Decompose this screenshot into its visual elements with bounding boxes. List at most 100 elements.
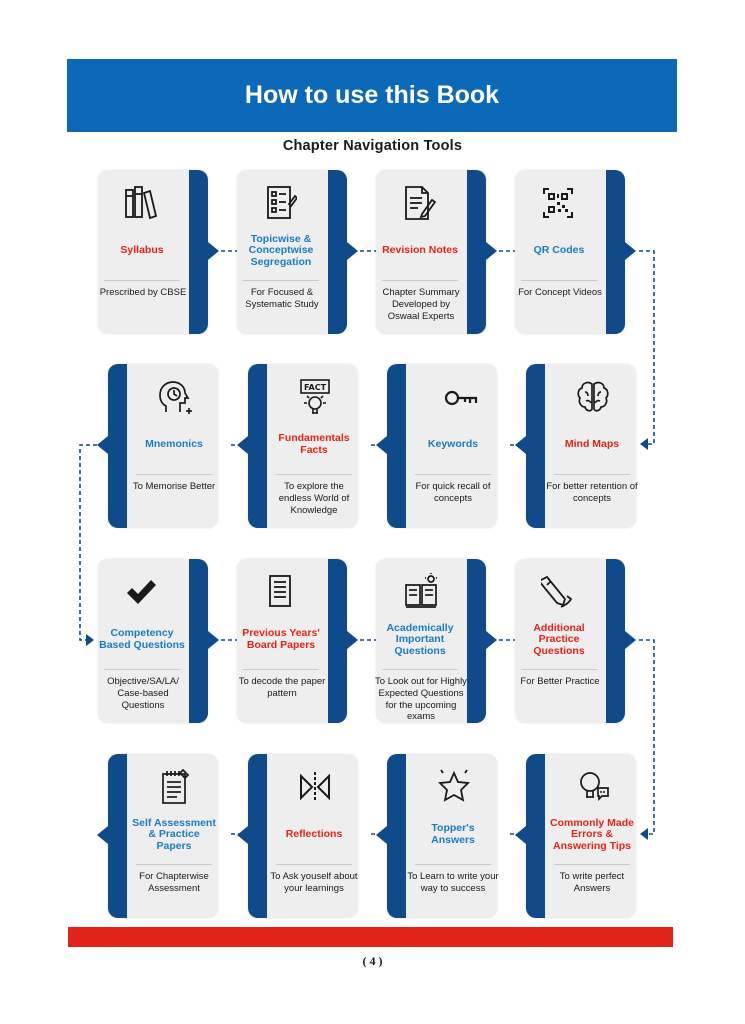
card-arrow-tab [97,826,108,844]
card-description: To explore the endless World of Knowledg… [278,481,350,516]
card-title: Reflections [285,828,343,841]
card-description: To Memorise Better [132,481,216,492]
card-title: Competency Based Questions [99,627,185,651]
card-strip [328,559,347,723]
check-mark-icon [127,580,156,604]
card-self-assessment: Self Assessment & Practice Papers For Ch… [97,754,218,918]
card-arrow-tab [237,436,248,454]
card-mind-maps: Mind Maps For better retention of concep… [515,364,638,528]
checklist-icon [267,186,297,219]
card-divider [415,864,491,865]
card-arrow-tab [208,242,219,260]
card-strip [467,170,486,334]
card-reflections: Reflections To Ask youself about your le… [237,754,358,918]
notepad-icon [162,768,190,804]
card-description: Prescribed by CBSE [99,287,187,298]
card-divider [521,669,597,670]
card-arrow-tab [625,631,636,649]
fact-bulb-icon: FACT [300,379,330,414]
card-topicwise: Topicwise & Conceptwise Segregation For … [237,170,358,334]
pencil-hand-icon [541,575,573,608]
mirror-icon [300,772,330,802]
card-divider [243,669,319,670]
page-title: How to use this Book [244,81,500,109]
card-toppers-answers: Topper's Answers To Learn to write your … [376,754,499,918]
open-book-icon [405,573,437,608]
card-description: For Chapterwise Assessment [139,871,209,894]
card-divider [554,864,630,865]
card-description: To Ask youself about your learnings [270,871,358,894]
card-strip [467,559,486,723]
card-strip [248,754,267,918]
card-arrow-tab [625,242,636,260]
card-title: QR Codes [533,244,585,257]
card-description: For Concept Videos [518,287,602,298]
card-arrow-tab [515,826,526,844]
card-syllabus: Syllabus Prescribed by CBSE [98,170,219,334]
card-keywords: Keywords For quick recall of concepts [376,364,497,528]
card-strip [387,364,406,528]
card-fundamentals-facts: FACT Fundamentals Facts To explore the e… [237,364,358,528]
brain-icon [577,381,609,412]
paper-icon [269,575,291,607]
card-description: To write perfect Answers [559,871,625,894]
card-description: Objective/SA/LA/ Case-based Questions [107,676,179,711]
card-arrow-tab [376,436,387,454]
card-strip [606,559,625,723]
footer-bar [68,927,673,947]
card-strip [189,170,208,334]
card-title: Commonly Made Errors & Answering Tips [549,816,634,852]
card-arrow-tab [376,826,387,844]
card-title: Revision Notes [382,244,458,257]
card-qr-codes: QR Codes For Concept Videos [515,170,636,334]
card-title: Keywords [427,438,479,451]
card-description: To Look out for Highly Expected Question… [375,676,467,723]
card-divider [243,280,319,281]
section-subtitle: Chapter Navigation Tools [282,138,463,154]
card-title: Mind Maps [564,438,620,451]
card-strip [108,754,127,918]
card-strip [189,559,208,723]
card-divider [104,669,180,670]
card-title: Academically Important Questions [386,621,454,657]
title-banner: How to use this Book [67,59,677,132]
card-commonly-made-errors: Commonly Made Errors & Answering Tips To… [515,754,636,918]
card-divider [382,280,458,281]
page-number: ( 4 ) [362,954,383,968]
card-divider [104,280,180,281]
card-description: To Learn to write your way to success [407,871,499,894]
card-academically-important: Academically Important Questions To Look… [375,559,497,723]
card-arrow-tab [486,631,497,649]
card-arrow-tab [208,631,219,649]
card-title: Additional Practice Questions [533,621,585,657]
card-title: Fundamentals Facts [278,432,350,456]
card-previous-years: Previous Years' Board Papers To decode t… [237,559,358,723]
card-additional-practice: Additional Practice Questions For Better… [515,559,636,723]
card-description: Chapter Summary Developed by Oswaal Expe… [382,287,460,322]
card-arrow-tab [347,242,358,260]
key-icon [444,390,478,406]
qr-code-icon [543,188,573,218]
card-description: For Better Practice [520,676,600,687]
card-divider [276,864,352,865]
card-strip [526,754,545,918]
card-strip [328,170,347,334]
card-strip [108,364,127,528]
card-title: Topicwise & Conceptwise Segregation [248,232,314,268]
card-revision-notes: Revision Notes Chapter Summary Developed… [376,170,497,334]
card-divider [521,280,597,281]
svg-text:FACT: FACT [304,383,327,392]
card-arrow-tab [97,436,108,454]
card-arrow-tab [237,826,248,844]
card-description: To decode the paper pattern [238,676,326,699]
card-arrow-tab [515,436,526,454]
card-description: For better retention of concepts [546,481,638,504]
notes-pen-icon [405,186,436,220]
card-mnemonics: Mnemonics To Memorise Better [97,364,218,528]
card-title: Syllabus [120,244,164,257]
card-title: Self Assessment & Practice Papers [132,816,216,852]
star-icon [438,769,470,802]
card-divider [136,864,212,865]
card-divider [415,474,491,475]
card-strip [387,754,406,918]
